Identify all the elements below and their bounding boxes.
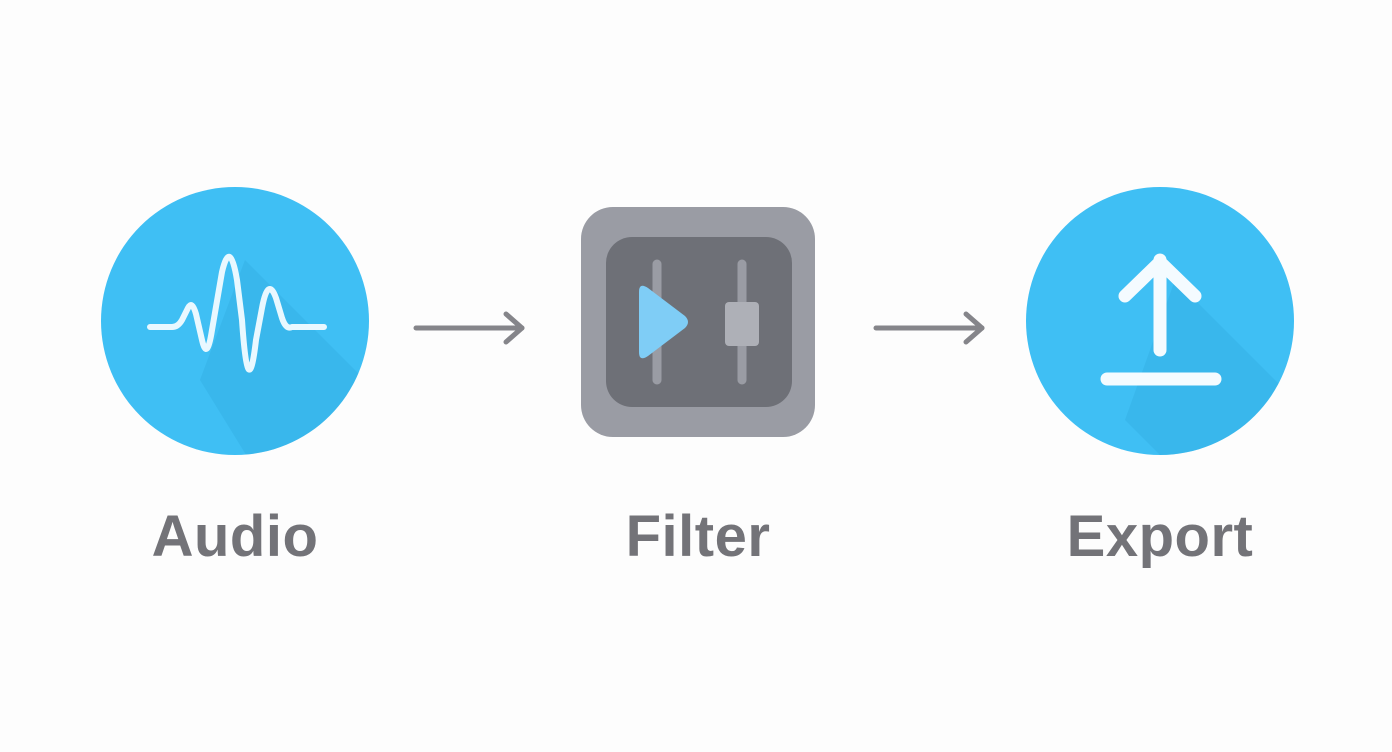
step-label-filter: Filter (625, 504, 771, 569)
step-export: Export (1015, 180, 1305, 580)
waveform-icon (90, 180, 380, 470)
step-audio: Audio (90, 180, 380, 580)
arrow-right-icon (413, 311, 525, 345)
upload-icon (1015, 180, 1305, 470)
step-label-audio: Audio (151, 504, 319, 569)
step-label-export: Export (1066, 504, 1254, 569)
equalizer-filter-icon (553, 180, 843, 470)
arrow-right-icon (873, 311, 985, 345)
step-filter: Filter (553, 180, 843, 580)
